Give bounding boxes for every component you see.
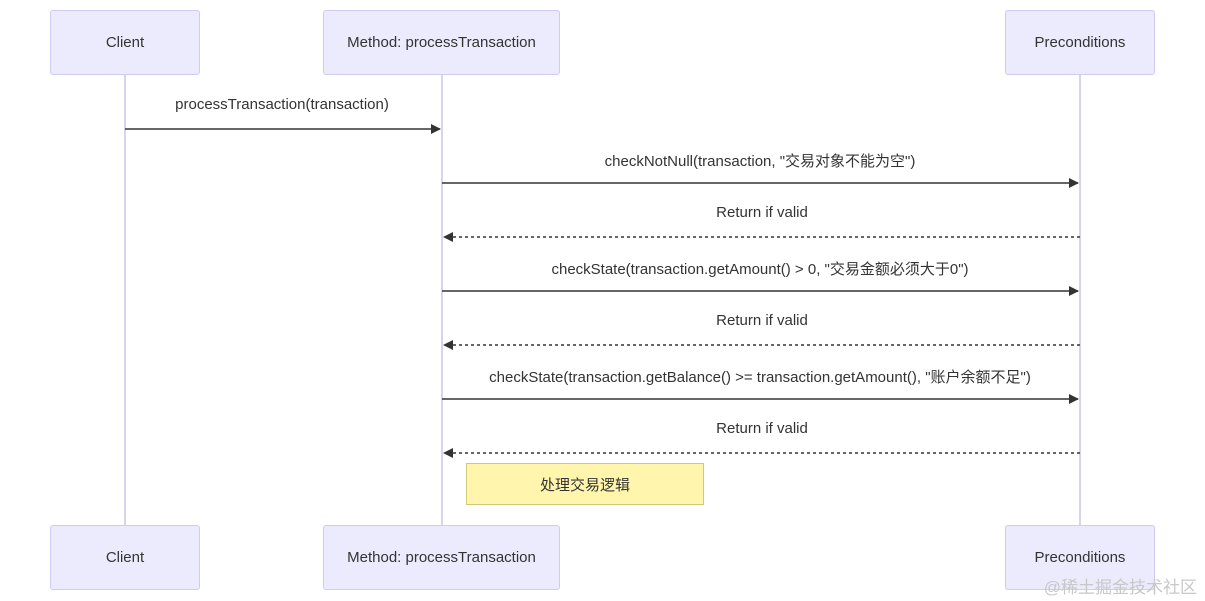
participant-client-bottom: Client: [50, 525, 200, 590]
lifeline-client: [124, 75, 126, 525]
return-label: Return if valid: [716, 420, 808, 437]
return-label: Return if valid: [716, 204, 808, 221]
message-label: checkState(transaction.getAmount() > 0, …: [551, 261, 969, 278]
return-label: Return if valid: [716, 312, 808, 329]
note-box: 处理交易逻辑: [466, 463, 704, 505]
participant-preconditions-top: Preconditions: [1005, 10, 1155, 75]
participant-label: Client: [105, 549, 145, 566]
note-text: 处理交易逻辑: [539, 476, 630, 494]
message-label: checkState(transaction.getBalance() >= t…: [489, 369, 1031, 386]
message-label: checkNotNull(transaction, "交易对象不能为空"): [604, 153, 916, 170]
message-label: processTransaction(transaction): [175, 96, 389, 113]
lifeline-method: [441, 75, 443, 525]
participant-label: Client: [105, 34, 145, 51]
participant-label: Method: processTransaction: [347, 34, 536, 51]
participant-label: Preconditions: [1034, 34, 1126, 51]
lifeline-preconditions: [1079, 75, 1081, 525]
participant-label: Method: processTransaction: [347, 549, 536, 566]
participant-method-top: Method: processTransaction: [323, 10, 560, 75]
participant-client-top: Client: [50, 10, 200, 75]
participant-preconditions-bottom: Preconditions: [1005, 525, 1155, 590]
participant-method-bottom: Method: processTransaction: [323, 525, 560, 590]
participant-label: Preconditions: [1034, 549, 1126, 566]
watermark: @稀土掘金技术社区: [1043, 578, 1197, 597]
